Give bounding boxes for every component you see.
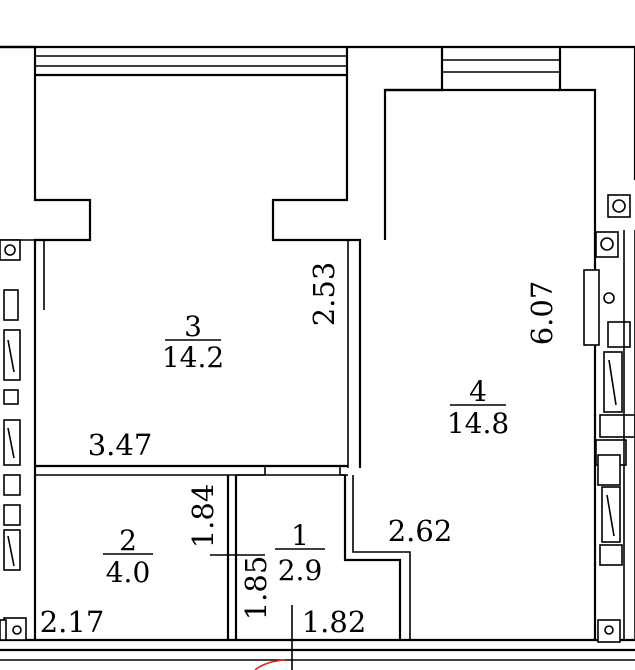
dim-room1-width: 1.82 — [302, 605, 367, 639]
room-4-area: 14.8 — [447, 407, 509, 440]
dim-room3-height: 2.53 — [307, 262, 341, 327]
room-3-label: 3 14.2 — [162, 310, 224, 374]
room-1-number: 1 — [291, 519, 309, 552]
dim-room2-width: 2.17 — [40, 605, 105, 639]
room-3-number: 3 — [184, 310, 202, 343]
dim-room4-corridor: 2.62 — [388, 514, 453, 548]
dim-room3-width: 3.47 — [88, 428, 153, 462]
room-1-label: 1 2.9 — [275, 519, 325, 587]
dim-room4-height: 6.07 — [525, 281, 559, 346]
room-2-label: 2 4.0 — [103, 524, 153, 589]
room-4-number: 4 — [469, 375, 487, 408]
room-2-number: 2 — [119, 524, 137, 557]
dim-room2-height: 1.84 — [186, 484, 220, 549]
room-3-area: 14.2 — [162, 341, 224, 374]
fixtures — [0, 194, 635, 643]
dim-room1-height: 1.85 — [239, 556, 273, 621]
room-2-area: 4.0 — [106, 556, 151, 589]
room-4-label: 4 14.8 — [447, 375, 509, 440]
room-1-area: 2.9 — [278, 554, 323, 587]
